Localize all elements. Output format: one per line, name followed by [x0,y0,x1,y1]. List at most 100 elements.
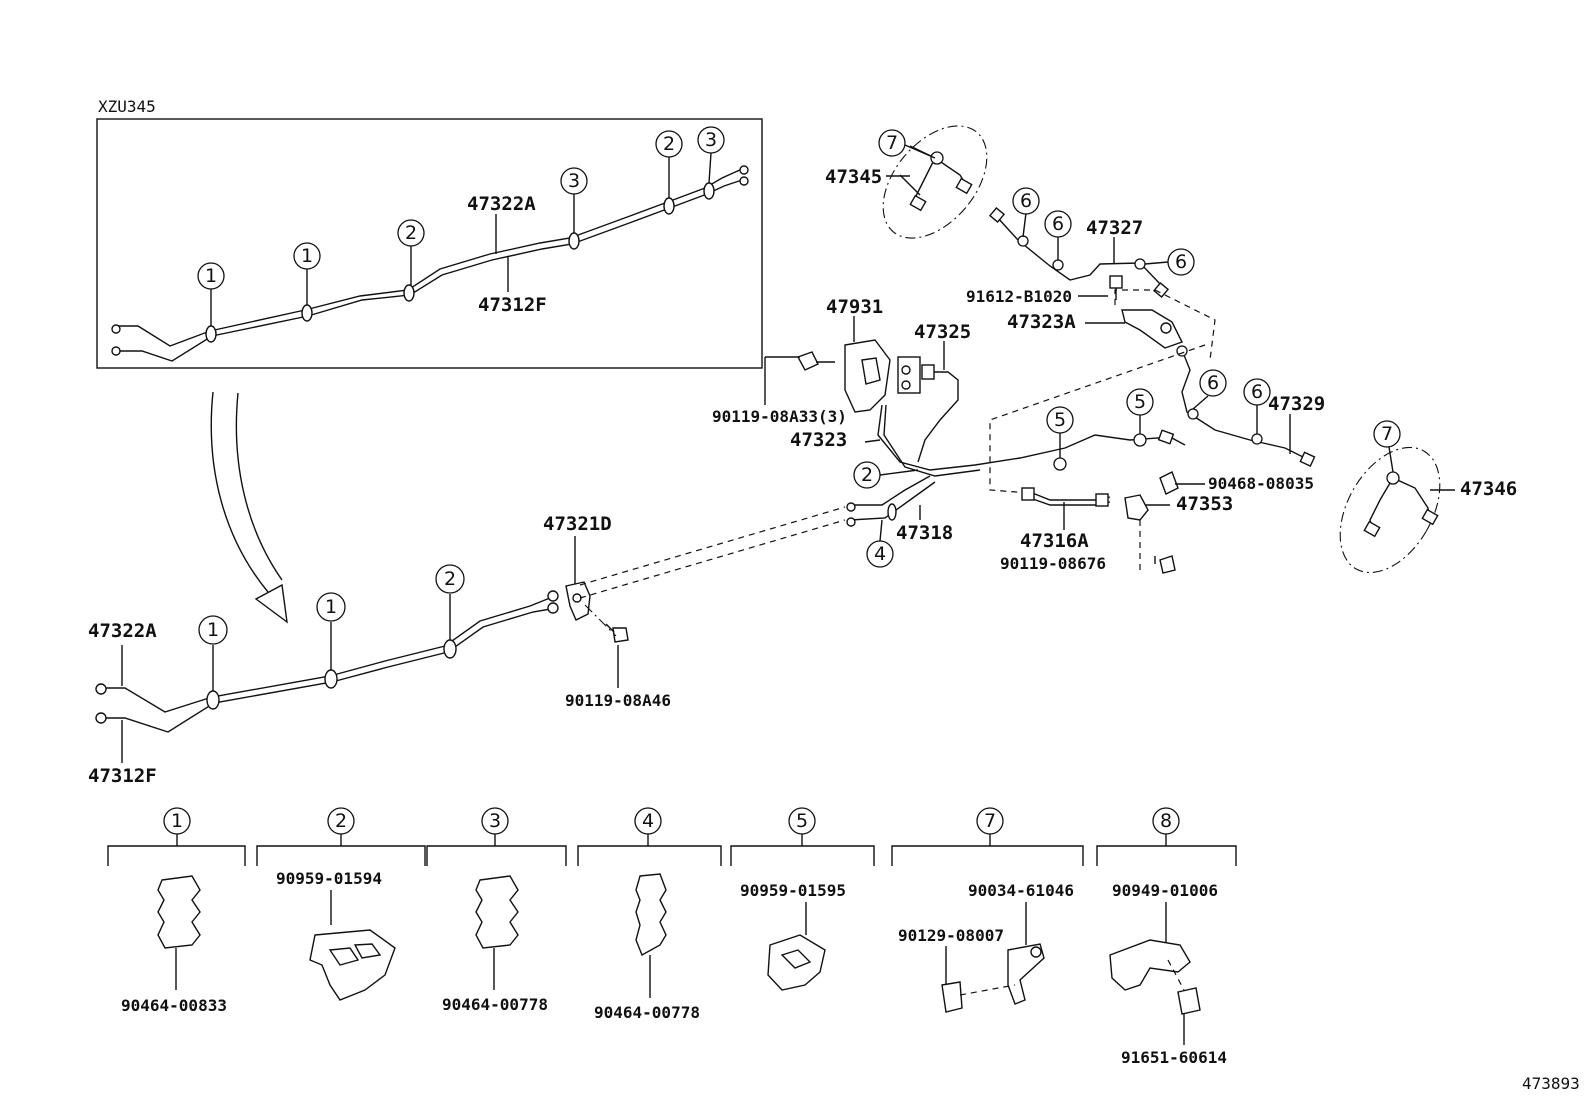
bracket-47931 [796,339,921,413]
legend-part: 91651-60614 [1121,1048,1227,1067]
inset-clamp [205,325,217,343]
main-flare-nut [547,602,559,614]
marker-circle [866,540,894,568]
clip-icon [309,929,396,1001]
legend-part: 90949-01006 [1112,881,1218,900]
marker-number: 6 [1251,381,1263,403]
legend-part: 90034-61046 [968,881,1074,900]
label-47345: 47345 [825,166,882,188]
inset-clamp [703,182,715,200]
inset-clamp-markers: 1 1 2 3 2 3 [197,126,725,326]
label-47346: 47346 [1460,478,1517,500]
main-part-labels: 47322A 47312F 47321D 90119-08A46 [88,513,671,787]
hose-47345-group [882,125,988,239]
label-47327: 47327 [1086,217,1143,239]
label-90119-08a46: 90119-08A46 [565,691,671,710]
marker-circle [435,564,465,594]
label-90468-08035: 90468-08035 [1208,474,1314,493]
bracket-47353 [1124,494,1149,570]
clamp-icon [157,875,201,949]
marker-number: 7 [1381,423,1393,445]
bolt-icon [941,981,963,1013]
label-47318: 47318 [896,522,953,544]
marker-circle [397,219,425,247]
marker-number: 2 [444,568,456,590]
marker-number: 2 [861,464,873,486]
legend-part: 90464-00833 [121,996,227,1015]
marker-circle [1167,248,1195,276]
marker-number: 6 [1207,372,1219,394]
legend-marker: 4 [642,810,654,832]
marker-circle [853,461,881,489]
inset-clamp [663,197,675,215]
inset-title: XZU345 [98,97,156,116]
bracket-icon [1007,943,1045,1005]
inset-flare-nut [111,346,121,356]
bolt-icon [1177,987,1201,1015]
legend-marker: 3 [489,810,501,832]
pipe-47323 [877,404,1186,477]
marker-circle [655,130,683,158]
legend-group-4: 4 90464-00778 [577,807,722,1022]
legend-part: 90959-01595 [740,881,846,900]
legend-part: 90464-00778 [594,1003,700,1022]
legend-group-3: 3 90464-00778 [426,807,567,1014]
bracket-47323a [1121,309,1183,349]
main-clamp [443,639,457,659]
main-flare-nut [95,712,107,724]
inset-clamp [301,304,313,322]
inset-flare-nut [739,176,749,186]
inset-brake-pipes [111,165,749,362]
label-47316a: 47316A [1020,530,1089,552]
label-47323: 47323 [790,429,847,451]
marker-circle [198,615,228,645]
marker-circle [1126,388,1154,416]
label-47931: 47931 [826,296,883,318]
upper-labels: 47345 47327 91612-B1020 47323A 47931 473… [712,166,1517,573]
marker-number: 7 [886,132,898,154]
legend-marker: 1 [171,810,183,832]
inset-label-47322a: 47322A [467,193,536,215]
main-flare-nut [95,683,107,695]
main-flare-nut [547,590,559,602]
label-47322a: 47322A [88,620,157,642]
marker-circle [697,126,725,154]
marker-number: 4 [874,543,886,565]
legend-group-7: 7 90034-61046 90129-08007 [891,807,1084,1013]
inset-frame [96,118,763,369]
pipe-47329 [1176,345,1316,467]
legend-group-8: 8 90949-01006 91651-60614 [1096,807,1237,1067]
main-clamp [206,690,220,710]
marker-number: 1 [301,245,313,267]
marker-number: 6 [1175,251,1187,273]
marker-circle [1044,210,1072,238]
legend-group-2: 2 90959-01594 [256,807,426,1001]
hose-47316a [1021,487,1111,507]
label-47321d: 47321D [543,513,612,535]
legend-marker: 2 [335,810,347,832]
inset-clamp [568,232,580,250]
pipe-47327 [988,206,1170,299]
marker-number: 6 [1020,190,1032,212]
label-47353: 47353 [1176,493,1233,515]
label-47329: 47329 [1268,393,1325,415]
bolt-90119-08a46 [605,623,629,643]
legend-marker: 5 [796,810,808,832]
legend-group-1: 1 90464-00833 [107,807,246,1015]
curved-arrow [210,391,288,624]
legend-part: 90959-01594 [276,869,382,888]
marker-number: 3 [568,170,580,192]
label-90119-08676: 90119-08676 [1000,554,1106,573]
marker-number: 1 [207,619,219,641]
diagram-code: 473893 [1522,1074,1580,1093]
inset-flare-nut [739,165,749,175]
marker-circle [1199,369,1227,397]
hose-47325 [917,364,959,463]
main-clamp [324,669,338,689]
marker-circle [316,592,346,622]
inset-clamp [403,284,415,302]
marker-number: 5 [1054,409,1066,431]
pipe-47318 [846,475,936,527]
marker-circle [1046,406,1074,434]
